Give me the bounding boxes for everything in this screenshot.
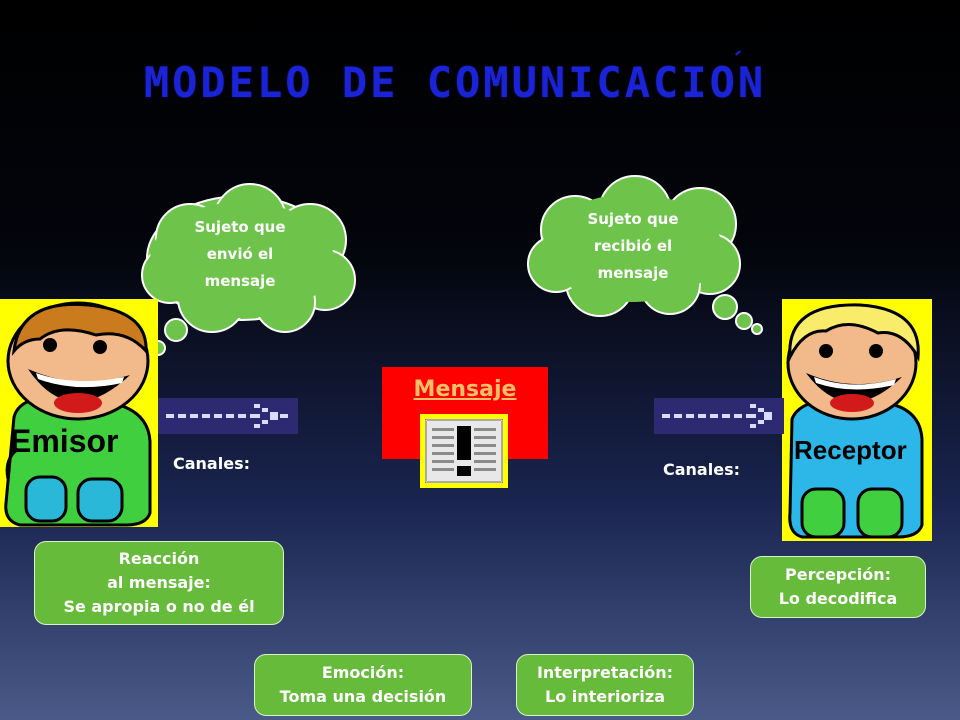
box-line: Percepción:: [784, 565, 891, 584]
percepcion-box: Percepción: Lo decodifica: [750, 556, 926, 618]
cloud-line: mensaje: [597, 264, 669, 282]
emisor-thought-cloud: Sujeto que envió el mensaje: [130, 180, 370, 370]
box-line: Emoción:: [321, 663, 405, 682]
emisor-figure: Emisor: [0, 299, 158, 527]
box-line: al mensaje:: [107, 573, 211, 592]
title-accent-mark: [735, 50, 741, 56]
right-channel-bar: [654, 398, 784, 434]
cloud-line: mensaje: [204, 272, 276, 290]
emisor-label: Emisor: [10, 423, 119, 459]
cloud-shape-icon: [527, 175, 763, 335]
message-alert-icon: [420, 414, 508, 488]
reaccion-box: Reacción al mensaje: Se apropia o no de …: [34, 541, 284, 625]
receptor-figure: Receptor: [782, 299, 932, 541]
receptor-thought-cloud: Sujeto que recibió el mensaje: [520, 172, 770, 342]
cloud-line: Sujeto que: [194, 218, 286, 236]
box-line: Toma una decisión: [279, 687, 447, 706]
boy-emisor-icon: [4, 301, 152, 527]
box-line: Lo decodifica: [778, 589, 898, 608]
emocion-box: Emoción: Toma una decisión: [254, 654, 472, 716]
cloud-shape-icon: [141, 183, 356, 356]
channel-arrow-icon: [662, 404, 772, 428]
message-link[interactable]: Mensaje: [413, 377, 517, 402]
right-channel-label: Canales:: [663, 460, 740, 479]
diagram-title: MODELO DE COMUNICACION: [143, 58, 767, 107]
box-line: Lo interioriza: [545, 687, 665, 706]
left-channel-bar: [158, 398, 298, 434]
cloud-line: recibió el: [593, 237, 673, 255]
cloud-line: envió el: [206, 245, 274, 263]
channel-arrow-icon: [166, 404, 288, 428]
receptor-label: Receptor: [794, 435, 907, 465]
cloud-line: Sujeto que: [587, 210, 679, 228]
box-line: Interpretación:: [536, 663, 674, 682]
interpretacion-box: Interpretación: Lo interioriza: [516, 654, 694, 716]
box-line: Se apropia o no de él: [63, 597, 255, 616]
left-channel-label: Canales:: [173, 454, 250, 473]
box-line: Reacción: [118, 549, 200, 568]
boy-receptor-icon: [786, 303, 924, 539]
document-exclamation-icon: [425, 419, 503, 483]
